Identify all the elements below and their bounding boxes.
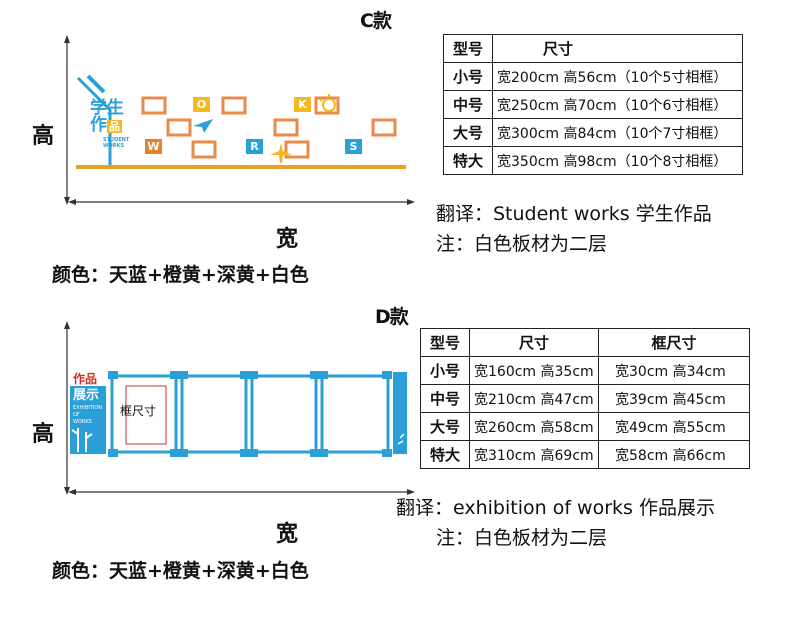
table-row: 特大 宽350cm 高98cm（10个8寸相框） [443,146,743,175]
c-letter-o: O [193,97,210,112]
d-row-size: 宽160cm 高35cm [469,356,599,385]
d-panel-subtitle: 展示 [73,388,100,403]
d-width-label: 宽 [276,522,299,547]
c-letter-w: W [145,139,162,154]
c-row-size: 宽200cm 高56cm（10个5寸相框） [492,62,743,91]
d-row-model: 特大 [420,440,470,469]
table-row: 中号 宽210cm 高47cm 宽39cm 高45cm [420,384,750,413]
table-row: 大号 宽300cm 高84cm（10个7寸相框） [443,118,743,147]
c-wall-sub2: WORKS [103,143,125,149]
d-wall-illustration [70,371,407,457]
d-panel-english: EXHIBITION OF WORKS [73,405,102,426]
c-section-title: C款 [360,10,392,32]
c-row-model: 特大 [443,146,493,175]
d-row-model: 小号 [420,356,470,385]
c-row-size: 宽300cm 高84cm（10个7寸相框） [492,118,743,147]
c-letter-k: K [294,97,311,112]
table-row: 中号 宽250cm 高70cm（10个6寸相框） [443,90,743,119]
lightbulb-icon [319,94,339,112]
table-row: 小号 宽160cm 高35cm 宽30cm 高34cm [420,356,750,385]
d-row-frame: 宽39cm 高45cm [598,384,750,413]
c-row-model: 中号 [443,90,493,119]
airplane-icon [270,143,292,163]
c-color-line: 颜色：天蓝+橙黄+深黄+白色 [52,264,309,286]
d-note: 注：白色板材为二层 [436,527,608,549]
d-row-frame: 宽49cm 高55cm [598,412,750,441]
c-wall-title-line2a: 作 [90,115,107,135]
c-wall-sub1: STUDENT [103,137,130,143]
c-width-label: 宽 [276,227,299,252]
c-table-header-size: 尺寸 [492,34,743,63]
d-table-header-size: 尺寸 [469,328,599,357]
d-table-header-frame: 框尺寸 [598,328,750,357]
c-letter-r: R [246,139,263,154]
d-dimension-diagram [64,321,415,495]
c-height-label: 高 [32,124,55,149]
d-translation: 翻译：exhibition of works 作品展示 [396,497,715,519]
d-panel-en3: WORKS [73,419,92,425]
c-letter-s: S [345,139,362,154]
d-panel-title: 作品 [73,372,98,386]
d-table-header-model: 型号 [420,328,470,357]
d-row-model: 中号 [420,384,470,413]
c-table-header-model: 型号 [443,34,493,63]
table-row: 小号 宽200cm 高56cm（10个5寸相框） [443,62,743,91]
c-row-size: 宽250cm 高70cm（10个6寸相框） [492,90,743,119]
c-row-model: 大号 [443,118,493,147]
c-row-model: 小号 [443,62,493,91]
table-row: 特大 宽310cm 高69cm 宽58cm 高66cm [420,440,750,469]
c-row-size: 宽350cm 高98cm（10个8寸相框） [492,146,743,175]
c-wall-title-line1: 学生 [90,98,124,118]
d-height-label: 高 [32,422,55,447]
d-color-line: 颜色：天蓝+橙黄+深黄+白色 [52,560,309,582]
c-size-table: 型号 尺寸 小号 宽200cm 高56cm（10个5寸相框） 中号 宽250cm… [443,34,743,175]
d-row-size: 宽310cm 高69cm [469,440,599,469]
paper-plane-icon [193,119,213,133]
d-row-model: 大号 [420,412,470,441]
c-base-bar [76,165,406,169]
d-panel-en1: EXHIBITION [73,405,102,411]
d-row-size: 宽210cm 高47cm [469,384,599,413]
c-wall-illustration [76,74,406,169]
table-row: 大号 宽260cm 高58cm 宽49cm 高55cm [420,412,750,441]
c-wall-title-line2b: 品 [107,120,122,133]
d-frame-size-label: 框尺寸 [120,404,157,418]
d-row-size: 宽260cm 高58cm [469,412,599,441]
d-panel-en2: OF [73,412,80,418]
c-translation: 翻译：Student works 学生作品 [436,203,712,225]
c-dimension-diagram [64,35,415,205]
d-section-title: D款 [375,306,409,328]
d-row-frame: 宽30cm 高34cm [598,356,750,385]
d-size-table: 型号 尺寸 框尺寸 小号 宽160cm 高35cm 宽30cm 高34cm 中号… [420,328,750,469]
c-wall-subtitle: STUDENT WORKS [103,137,129,149]
c-note: 注：白色板材为二层 [436,233,608,255]
c-wall-title: 学生 作品 [90,100,124,135]
d-row-frame: 宽58cm 高66cm [598,440,750,469]
